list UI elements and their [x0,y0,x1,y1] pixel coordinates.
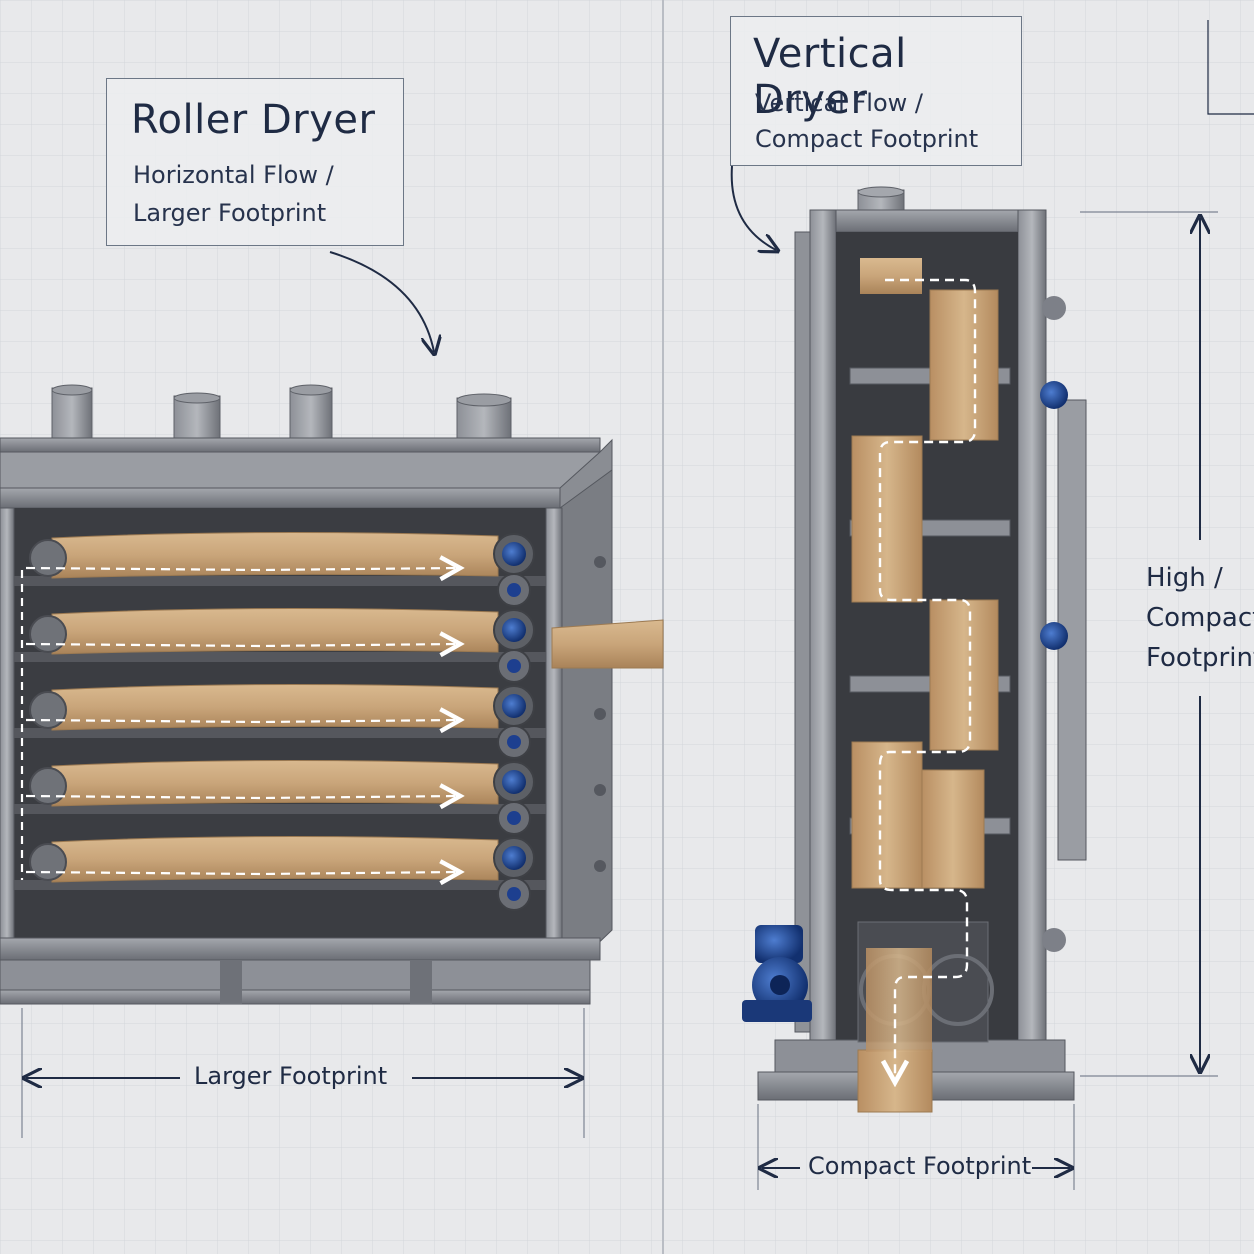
vertical-dryer-subtitle-1: Vertical Flow / [755,89,923,117]
vertical-callout-arrow [730,165,776,250]
roller-dryer-subtitle-1: Horizontal Flow / [133,161,334,189]
vertical-flow-line [878,278,977,1080]
height-label-line-1: High / [1146,563,1223,593]
roller-decks [14,531,606,911]
vertical-footprint-label: Compact Footprint [808,1152,1032,1180]
roller-deck [14,835,606,911]
roller-dryer-label: Roller Dryer Horizontal Flow / Larger Fo… [106,78,404,246]
roller-callout-arrow [329,251,434,352]
vertical-height-dimension [1080,211,1218,1077]
roller-dryer-title: Roller Dryer [131,97,376,143]
vertical-dryer-title: Vertical Dryer [753,31,907,123]
roller-footprint-label: Larger Footprint [194,1062,388,1090]
roller-deck [14,531,606,607]
vertical-dryer-subtitle-2: Compact Footprint [755,125,979,153]
vertical-dryer-label: Vertical Dryer Vertical Flow / Compact F… [730,16,1022,166]
height-label: High / Compact Footprint [1146,558,1254,678]
roller-footprint-dimension [21,1008,585,1138]
corner-bracket [1207,20,1254,115]
vertical-footprint-dimension [757,1104,1075,1190]
roller-dryer-subtitle-2: Larger Footprint [133,199,327,227]
height-label-line-2: Compact [1146,603,1254,633]
height-label-line-3: Footprint [1146,643,1254,673]
drive-motor-icon [742,925,812,1022]
exit-veneer-sheet [551,619,664,669]
roller-deck [14,683,606,759]
roller-deck [14,607,606,683]
side-motor-icon [1040,296,1068,952]
roller-deck [14,759,606,835]
